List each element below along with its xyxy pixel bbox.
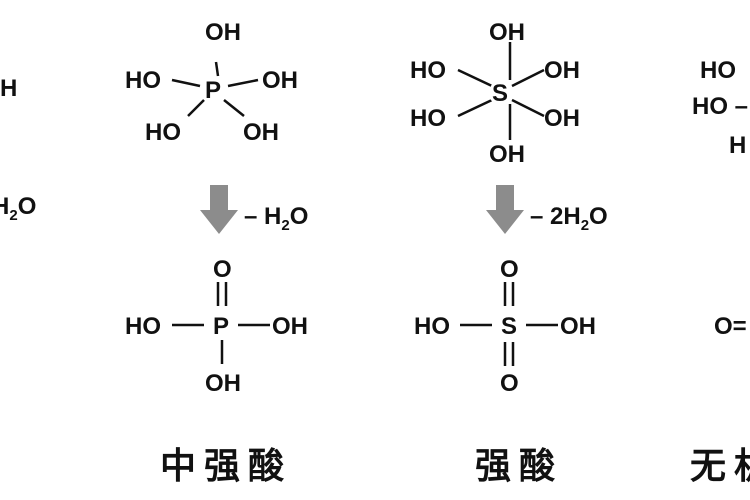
atom-oh: OH <box>262 67 298 94</box>
atom-ho: HO <box>410 57 446 84</box>
water-loss-label: – H2O <box>244 203 308 234</box>
atom-oh: OH <box>272 313 308 340</box>
down-arrow-icon <box>200 185 238 234</box>
atom-ho: HO <box>410 105 446 132</box>
atom-ho: HO <box>125 313 161 340</box>
atom-ho: HO <box>700 57 736 84</box>
atom-o: O <box>213 256 232 283</box>
atom-s: S <box>501 313 517 340</box>
acid-strength-label: 无机 <box>690 445 750 487</box>
acid-strength-label: 强酸 <box>475 445 563 487</box>
atom-oh: OH <box>489 141 525 168</box>
atom-oh: OH <box>205 19 241 46</box>
atom-oh: OH <box>489 19 525 46</box>
atom-oh: OH <box>205 370 241 397</box>
atom-oh: OH <box>243 119 279 146</box>
atom-ho: HO <box>125 67 161 94</box>
right-partial-structure: HO HO – H O= 无机 <box>690 57 750 487</box>
phosphoric-acid-hydrate: OH HO P OH HO OH <box>125 19 298 146</box>
sulfuric-acid: O HO S OH O <box>414 256 596 397</box>
atom-h: H <box>729 132 746 159</box>
water-loss-label: H2O <box>0 193 36 224</box>
left-partial-structure: H H2O <box>0 75 36 224</box>
phosphoric-acid: O HO P OH OH <box>125 256 308 397</box>
atom-s: S <box>492 80 508 107</box>
atom-ho: HO – <box>692 93 748 120</box>
atom-h: H <box>0 75 17 102</box>
atom-ho: HO <box>145 119 181 146</box>
acid-strength-label: 中强酸 <box>160 445 292 487</box>
atom-o: O <box>500 256 519 283</box>
atom-oh: OH <box>544 57 580 84</box>
atom-p: P <box>213 313 229 340</box>
atom-p: P <box>205 77 221 104</box>
atom-o: O <box>500 370 519 397</box>
down-arrow-icon <box>486 185 524 234</box>
atom-oh: OH <box>560 313 596 340</box>
atom-oh: OH <box>544 105 580 132</box>
water-loss-label: – 2H2O <box>530 203 608 234</box>
sulfuric-acid-hydrate: OH HO OH S HO OH OH <box>410 19 580 168</box>
atom-ho: HO <box>414 313 450 340</box>
atom-o: O= <box>714 313 747 340</box>
